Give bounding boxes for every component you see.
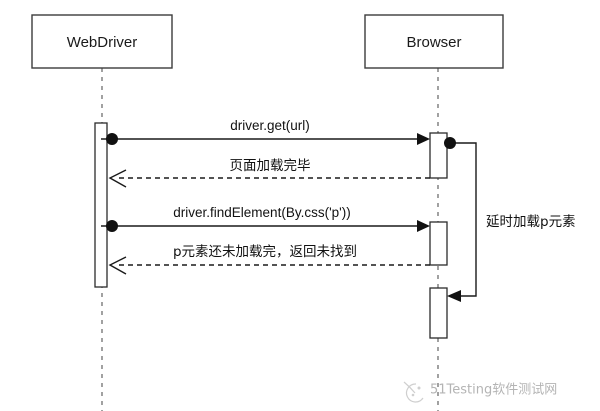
participant-label-browser: Browser xyxy=(406,34,461,51)
arrow-head-delayed-load xyxy=(447,290,461,302)
arrow-head-find-element xyxy=(417,220,430,232)
origin-dot-find-element xyxy=(106,220,118,232)
activation-bar-browser-1 xyxy=(429,132,448,179)
self-message-label-delayed-load: 延时加载p元素 xyxy=(486,214,576,230)
message-not-found[interactable]: p元素还未加载完，返回未找到 xyxy=(108,244,430,275)
message-label-not-found: p元素还未加载完，返回未找到 xyxy=(173,244,357,260)
participant-webdriver[interactable]: WebDriver xyxy=(31,14,173,69)
self-message-line-delayed-load xyxy=(449,142,477,297)
participant-box-browser xyxy=(364,14,504,69)
message-driver-get[interactable]: driver.get(url) xyxy=(101,118,430,145)
participant-box-webdriver xyxy=(31,14,173,69)
message-label-find-element: driver.findElement(By.css('p')) xyxy=(173,205,350,220)
watermark: 51Testing软件测试网 xyxy=(403,381,557,403)
message-page-loaded[interactable]: 页面加载完毕 xyxy=(108,158,430,188)
participant-browser[interactable]: Browser xyxy=(364,14,504,69)
watermark-label: 51Testing软件测试网 xyxy=(430,383,557,398)
self-message-delayed-load[interactable]: 延时加载p元素 xyxy=(444,137,576,302)
arrow-head-page-loaded xyxy=(108,169,127,188)
swirl-logo-icon xyxy=(403,381,424,403)
activation-bar-webdriver xyxy=(94,122,108,288)
activation-bar-browser-2 xyxy=(429,221,448,266)
message-find-element[interactable]: driver.findElement(By.css('p')) xyxy=(101,205,430,232)
arrow-head-not-found xyxy=(108,256,127,275)
arrow-head-driver-get xyxy=(417,133,430,145)
message-label-page-loaded: 页面加载完毕 xyxy=(230,158,311,174)
message-label-driver-get: driver.get(url) xyxy=(230,118,310,133)
participant-label-webdriver: WebDriver xyxy=(67,34,138,51)
origin-dot-delayed-load xyxy=(444,137,456,149)
activation-bar-browser-3 xyxy=(429,287,448,339)
origin-dot-driver-get xyxy=(106,133,118,145)
